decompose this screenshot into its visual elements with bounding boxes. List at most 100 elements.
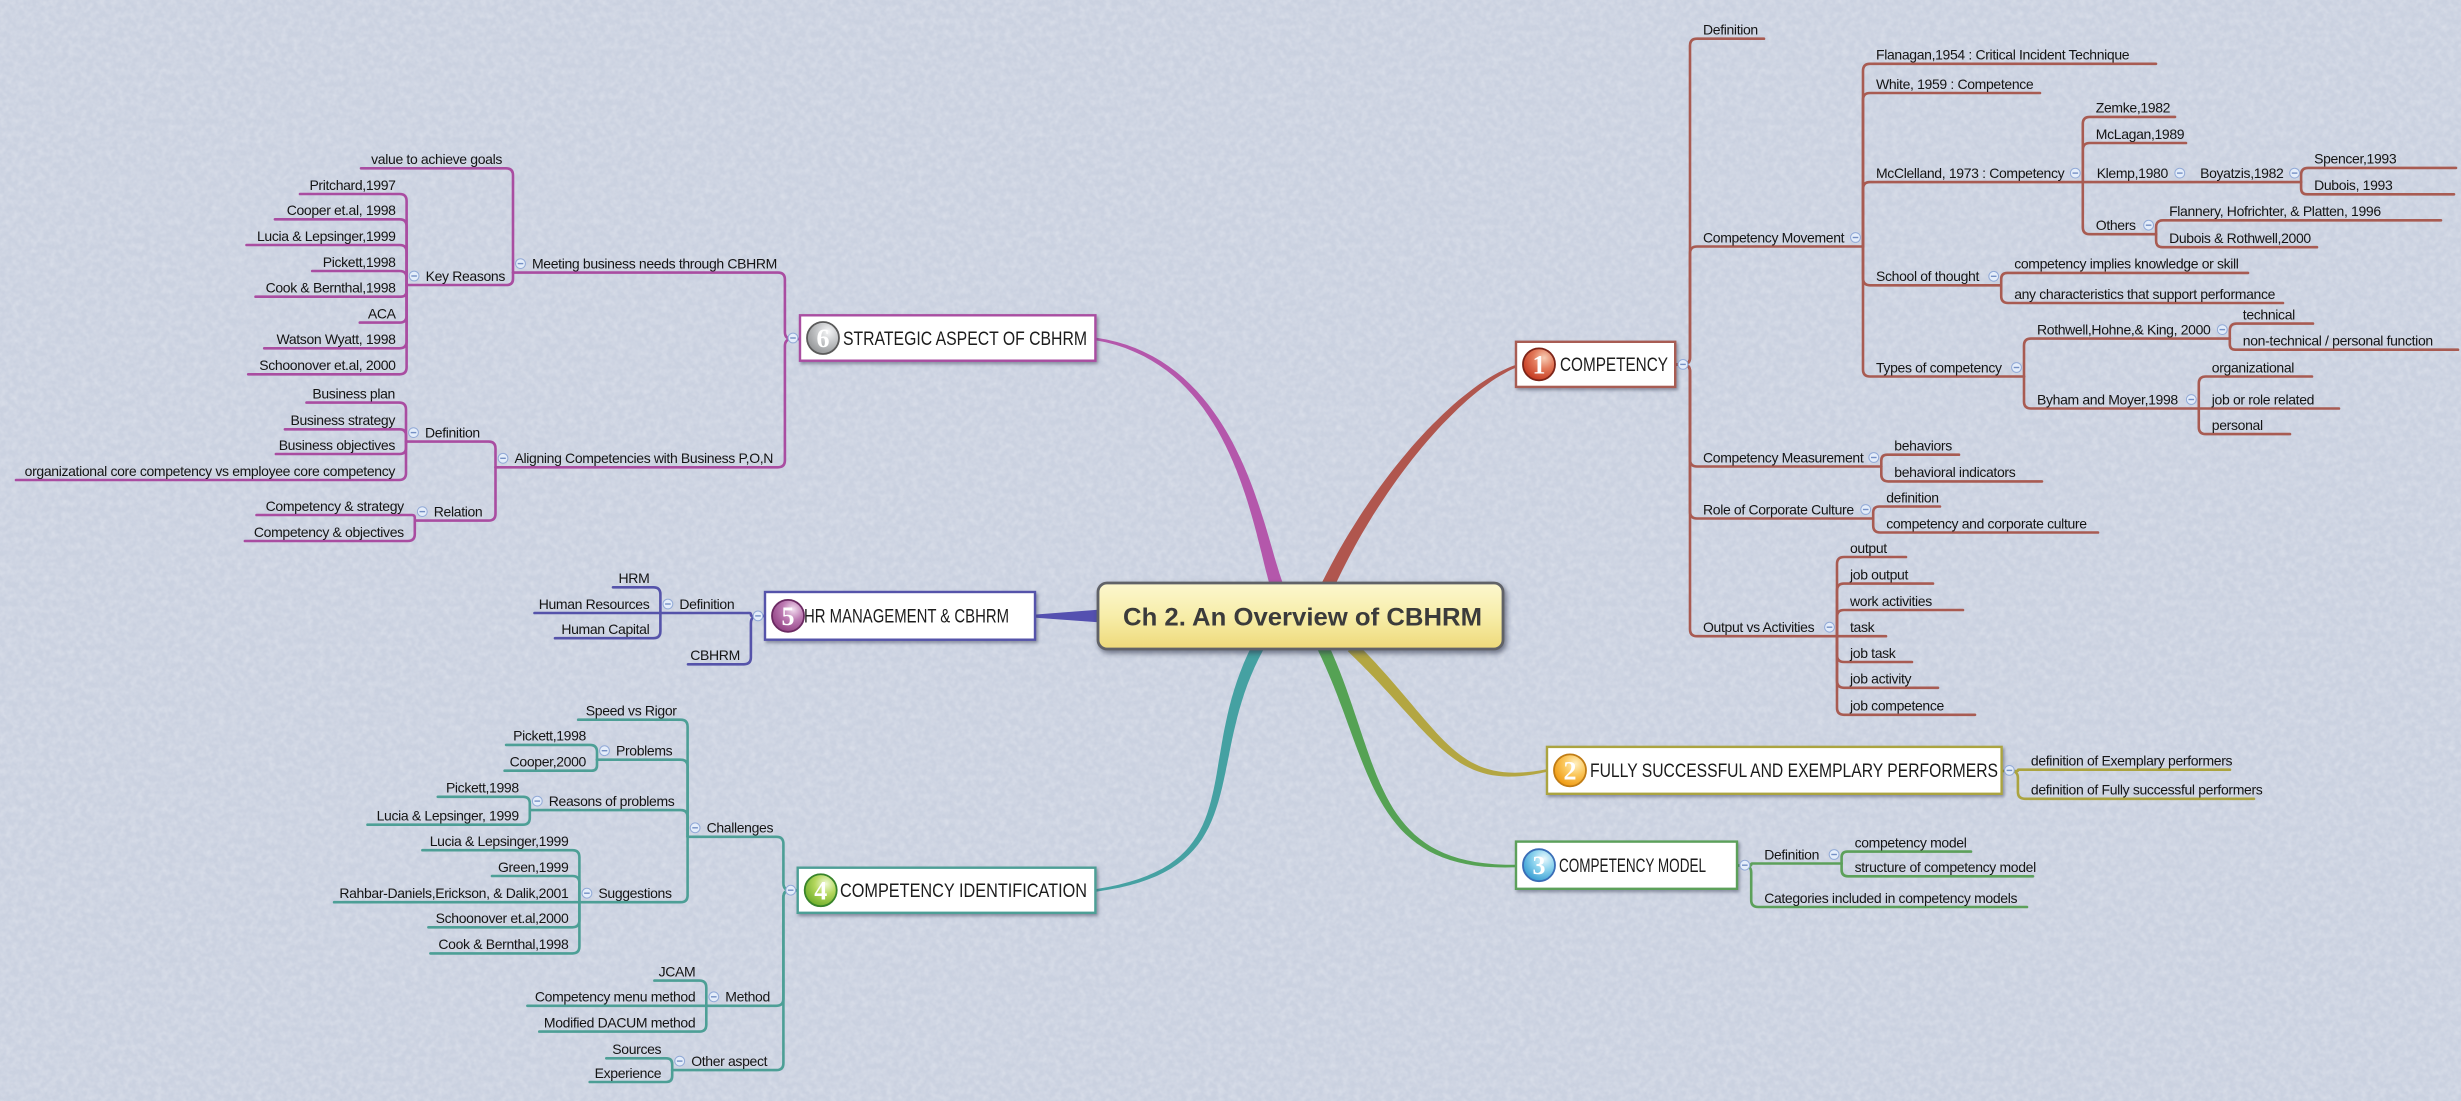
svg-text:job or role related: job or role related bbox=[2211, 391, 2314, 407]
svg-text:competency model: competency model bbox=[1855, 834, 1967, 850]
svg-text:Others: Others bbox=[2096, 217, 2136, 233]
svg-text:competency and corporate cultu: competency and corporate culture bbox=[1886, 515, 2087, 531]
svg-text:job output: job output bbox=[1849, 566, 1908, 582]
svg-text:Klemp,1980: Klemp,1980 bbox=[2097, 165, 2169, 181]
svg-text:Suggestions: Suggestions bbox=[598, 885, 672, 901]
svg-text:Modified DACUM method: Modified DACUM method bbox=[544, 1014, 695, 1030]
svg-text:COMPETENCY: COMPETENCY bbox=[1560, 355, 1668, 376]
svg-text:HR MANAGEMENT & CBHRM: HR MANAGEMENT & CBHRM bbox=[804, 607, 1009, 628]
svg-text:Competency & strategy: Competency & strategy bbox=[266, 498, 405, 514]
svg-text:2: 2 bbox=[1564, 756, 1577, 785]
svg-text:Cooper et.al, 1998: Cooper et.al, 1998 bbox=[287, 202, 396, 218]
svg-text:4: 4 bbox=[814, 876, 827, 905]
svg-text:Schoonover et.al, 2000: Schoonover et.al, 2000 bbox=[259, 357, 396, 373]
svg-text:non-technical / personal funct: non-technical / personal function bbox=[2243, 333, 2433, 349]
svg-text:Pickett,1998: Pickett,1998 bbox=[323, 254, 396, 270]
svg-text:job task: job task bbox=[1849, 645, 1897, 661]
svg-text:Competency & objectives: Competency & objectives bbox=[254, 524, 404, 540]
svg-text:FULLY SUCCESSFUL AND EXEMPLARY: FULLY SUCCESSFUL AND EXEMPLARY PERFORMER… bbox=[1590, 761, 1998, 782]
svg-text:Rothwell,Hohne,& King, 2000: Rothwell,Hohne,& King, 2000 bbox=[2037, 321, 2211, 337]
svg-text:ACA: ACA bbox=[368, 305, 397, 321]
svg-text:organizational: organizational bbox=[2212, 359, 2295, 375]
svg-text:definition of Fully successful: definition of Fully successful performer… bbox=[2031, 782, 2263, 798]
svg-text:HRM: HRM bbox=[619, 570, 650, 586]
svg-text:definition of Exemplary perfor: definition of Exemplary performers bbox=[2031, 753, 2233, 769]
svg-text:School of thought: School of thought bbox=[1876, 268, 1979, 284]
svg-text:Other aspect: Other aspect bbox=[691, 1053, 767, 1069]
svg-text:Experience: Experience bbox=[595, 1065, 662, 1081]
svg-text:Cook & Bernthal,1998: Cook & Bernthal,1998 bbox=[438, 936, 569, 952]
svg-text:Meeting business needs through: Meeting business needs through CBHRM bbox=[532, 255, 777, 271]
svg-text:Definition: Definition bbox=[1703, 22, 1758, 38]
svg-text:Relation: Relation bbox=[434, 503, 483, 519]
svg-text:behaviors: behaviors bbox=[1894, 438, 1952, 454]
svg-text:Definition: Definition bbox=[425, 424, 480, 440]
svg-text:Boyatzis,1982: Boyatzis,1982 bbox=[2200, 165, 2284, 181]
svg-text:McClelland, 1973 : Competency: McClelland, 1973 : Competency bbox=[1876, 165, 2065, 181]
svg-text:work activities: work activities bbox=[1849, 593, 1932, 609]
svg-text:Schoonover et.al,2000: Schoonover et.al,2000 bbox=[436, 910, 569, 926]
svg-text:Output vs Activities: Output vs Activities bbox=[1703, 619, 1815, 635]
svg-text:3: 3 bbox=[1533, 851, 1546, 880]
svg-text:STRATEGIC ASPECT OF CBHRM: STRATEGIC ASPECT OF CBHRM bbox=[843, 329, 1087, 350]
svg-text:Sources: Sources bbox=[612, 1041, 661, 1057]
svg-text:Reasons of problems: Reasons of problems bbox=[549, 793, 675, 809]
svg-text:6: 6 bbox=[817, 324, 830, 353]
svg-text:Watson Wyatt, 1998: Watson Wyatt, 1998 bbox=[276, 331, 396, 347]
svg-text:technical: technical bbox=[2243, 306, 2295, 322]
svg-text:structure of competency model: structure of competency model bbox=[1855, 859, 2037, 875]
svg-text:Types of competency: Types of competency bbox=[1876, 359, 2002, 375]
svg-text:Flanagan,1954 : Critical Incid: Flanagan,1954 : Critical Incident Techni… bbox=[1876, 47, 2130, 63]
svg-text:McLagan,1989: McLagan,1989 bbox=[2096, 126, 2185, 142]
svg-text:Zemke,1982: Zemke,1982 bbox=[2096, 100, 2171, 116]
svg-text:1: 1 bbox=[1533, 350, 1546, 379]
svg-text:Business strategy: Business strategy bbox=[290, 412, 395, 428]
svg-text:Spencer,1993: Spencer,1993 bbox=[2314, 151, 2397, 167]
svg-text:definition: definition bbox=[1886, 489, 1939, 505]
svg-text:Lucia & Lepsinger,1999: Lucia & Lepsinger,1999 bbox=[430, 833, 569, 849]
svg-text:output: output bbox=[1850, 540, 1887, 556]
svg-text:competency implies knowledge o: competency implies knowledge or skill bbox=[2014, 256, 2239, 272]
svg-text:White, 1959 : Competence: White, 1959 : Competence bbox=[1876, 76, 2034, 92]
svg-text:5: 5 bbox=[782, 602, 795, 631]
svg-text:Dubois, 1993: Dubois, 1993 bbox=[2314, 177, 2393, 193]
svg-text:COMPETENCY MODEL: COMPETENCY MODEL bbox=[1559, 856, 1706, 877]
svg-text:any characteristics that suppo: any characteristics that support perform… bbox=[2014, 286, 2275, 302]
svg-text:Competency Movement: Competency Movement bbox=[1703, 229, 1845, 245]
svg-text:value to achieve goals: value to achieve goals bbox=[371, 151, 502, 167]
svg-text:Aligning Competencies with Bus: Aligning Competencies with Business P,O,… bbox=[515, 450, 774, 466]
svg-text:Lucia & Lepsinger,1999: Lucia & Lepsinger,1999 bbox=[257, 228, 396, 244]
svg-text:Pritchard,1997: Pritchard,1997 bbox=[309, 177, 396, 193]
svg-text:Challenges: Challenges bbox=[707, 820, 774, 836]
svg-text:Human Resources: Human Resources bbox=[539, 596, 650, 612]
svg-text:Ch 2. An Overview of CBHRM: Ch 2. An Overview of CBHRM bbox=[1123, 604, 1482, 632]
svg-text:Pickett,1998: Pickett,1998 bbox=[446, 780, 519, 796]
svg-text:JCAM: JCAM bbox=[659, 963, 696, 979]
svg-text:Method: Method bbox=[725, 989, 770, 1005]
svg-text:Cooper,2000: Cooper,2000 bbox=[510, 754, 587, 770]
svg-text:Business plan: Business plan bbox=[312, 385, 395, 401]
svg-text:organizational core competency: organizational core competency vs employ… bbox=[25, 463, 396, 479]
svg-text:Flannery, Hofrichter, & Platte: Flannery, Hofrichter, & Platten, 1996 bbox=[2169, 203, 2381, 219]
svg-text:Byham and Moyer,1998: Byham and Moyer,1998 bbox=[2037, 391, 2178, 407]
svg-text:Definition: Definition bbox=[1764, 846, 1819, 862]
svg-text:CBHRM: CBHRM bbox=[690, 647, 740, 663]
svg-text:Cook & Bernthal,1998: Cook & Bernthal,1998 bbox=[266, 280, 397, 296]
svg-text:Key Reasons: Key Reasons bbox=[426, 268, 506, 284]
svg-text:Speed vs Rigor: Speed vs Rigor bbox=[586, 703, 678, 719]
svg-text:personal: personal bbox=[2212, 417, 2263, 433]
svg-text:Role of Corporate Culture: Role of Corporate Culture bbox=[1703, 501, 1854, 517]
svg-text:behavioral indicators: behavioral indicators bbox=[1894, 464, 2015, 480]
svg-text:Lucia & Lepsinger, 1999: Lucia & Lepsinger, 1999 bbox=[377, 808, 520, 824]
svg-text:Competency menu method: Competency menu method bbox=[535, 989, 695, 1005]
svg-text:Business objectives: Business objectives bbox=[279, 437, 396, 453]
svg-text:Human Capital: Human Capital bbox=[561, 621, 649, 637]
svg-text:task: task bbox=[1850, 619, 1876, 635]
svg-text:Rahbar-Daniels,Erickson, & Dal: Rahbar-Daniels,Erickson, & Dalik,2001 bbox=[339, 885, 569, 901]
svg-text:Competency Measurement: Competency Measurement bbox=[1703, 449, 1864, 465]
svg-text:job competence: job competence bbox=[1849, 698, 1945, 714]
svg-text:Green,1999: Green,1999 bbox=[498, 859, 569, 875]
svg-text:COMPETENCY IDENTIFICATION: COMPETENCY IDENTIFICATION bbox=[840, 881, 1087, 902]
svg-text:Problems: Problems bbox=[616, 743, 673, 759]
svg-text:Categories included in compete: Categories included in competency models bbox=[1764, 890, 2017, 906]
